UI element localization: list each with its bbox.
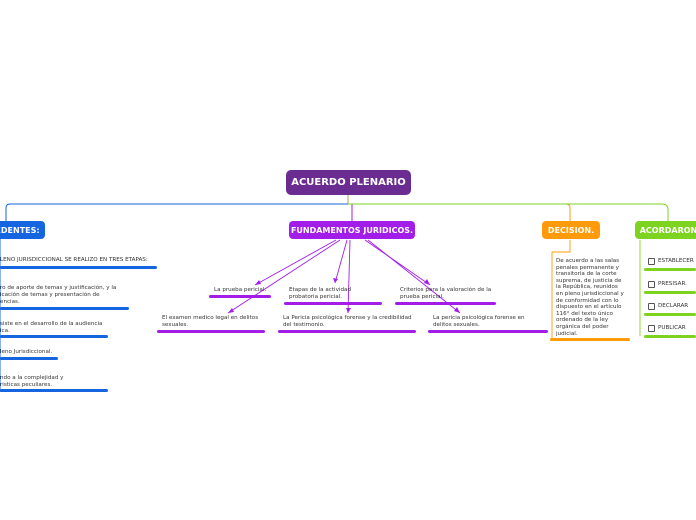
root-node[interactable]: ACUERDO PLENARIO xyxy=(286,170,411,195)
fundamentos-item-4-underline xyxy=(157,330,265,333)
decision-text[interactable]: De acuerdo a las salas penales permanent… xyxy=(556,258,624,337)
checkbox-icon[interactable] xyxy=(648,303,655,310)
antecedentes-item-4-underline xyxy=(0,357,58,360)
fundamentos-item-6[interactable]: La pericia psicológica forense en delito… xyxy=(433,315,525,328)
fundamentos-item-6-underline xyxy=(428,330,548,333)
branch-acordaron[interactable]: ACORDARON. xyxy=(635,221,696,239)
acordaron-item-2-underline xyxy=(644,291,696,294)
fundamentos-item-1-underline xyxy=(209,295,271,298)
antecedentes-item-3-underline xyxy=(0,335,108,338)
branch-decision-label: DECISION. xyxy=(547,225,595,235)
antecedentes-item-1[interactable]: LENO JURISDICCIONAL SE REALIZO EN TRES E… xyxy=(0,257,148,263)
fundamentos-item-2-underline xyxy=(284,302,382,305)
decision-text-underline xyxy=(550,338,630,341)
acordaron-item-1-underline xyxy=(644,268,696,271)
fundamentos-item-1[interactable]: La prueba pericial. xyxy=(214,287,267,293)
branch-fundamentos[interactable]: FUNDAMENTOS JURIDICOS. xyxy=(289,221,415,239)
branch-antecedentes[interactable]: EDENTES: xyxy=(0,221,45,239)
fundamentos-item-5[interactable]: La Pericia psicológica forense y la cred… xyxy=(283,315,412,328)
acordaron-item-1[interactable]: ESTABLECER xyxy=(658,258,694,264)
antecedentes-item-3[interactable]: siste en el desarrollo de la audiencia i… xyxy=(0,321,103,334)
checkbox-icon[interactable] xyxy=(648,258,655,265)
checkbox-icon[interactable] xyxy=(648,281,655,288)
antecedentes-item-1-underline xyxy=(0,266,157,269)
antecedentes-item-2[interactable]: ro de aporte de temas y justificación, y… xyxy=(0,285,117,305)
antecedentes-item-5-underline xyxy=(0,389,108,392)
fundamentos-item-3[interactable]: Criterios para la valoración de la prueb… xyxy=(400,287,492,300)
antecedentes-item-2-underline xyxy=(0,307,129,310)
antecedentes-item-5[interactable]: ndo a la complejidad y risticas peculiar… xyxy=(0,375,64,388)
branch-decision[interactable]: DECISION. xyxy=(542,221,600,239)
acordaron-item-3-underline xyxy=(644,313,696,316)
fundamentos-item-3-underline xyxy=(395,302,496,305)
fundamentos-item-4[interactable]: El examen medico legal en delitos sexual… xyxy=(162,315,259,328)
branch-acordaron-label: ACORDARON. xyxy=(639,225,696,235)
branch-antecedentes-label: EDENTES: xyxy=(0,225,40,235)
fundamentos-item-2[interactable]: Etapas de la actividad probatoria perici… xyxy=(289,287,352,300)
fundamentos-item-5-underline xyxy=(278,330,416,333)
acordaron-item-3[interactable]: DECLARAR xyxy=(658,303,689,309)
acordaron-item-4[interactable]: PUBLICAR xyxy=(658,325,686,331)
acordaron-item-2[interactable]: PRESISAR. xyxy=(658,281,687,287)
root-label: ACUERDO PLENARIO xyxy=(291,177,406,188)
branch-fundamentos-label: FUNDAMENTOS JURIDICOS. xyxy=(290,225,414,235)
antecedentes-item-4[interactable]: leno Jurisdiccional. xyxy=(0,349,53,355)
checkbox-icon[interactable] xyxy=(648,325,655,332)
acordaron-item-4-underline xyxy=(644,335,696,338)
